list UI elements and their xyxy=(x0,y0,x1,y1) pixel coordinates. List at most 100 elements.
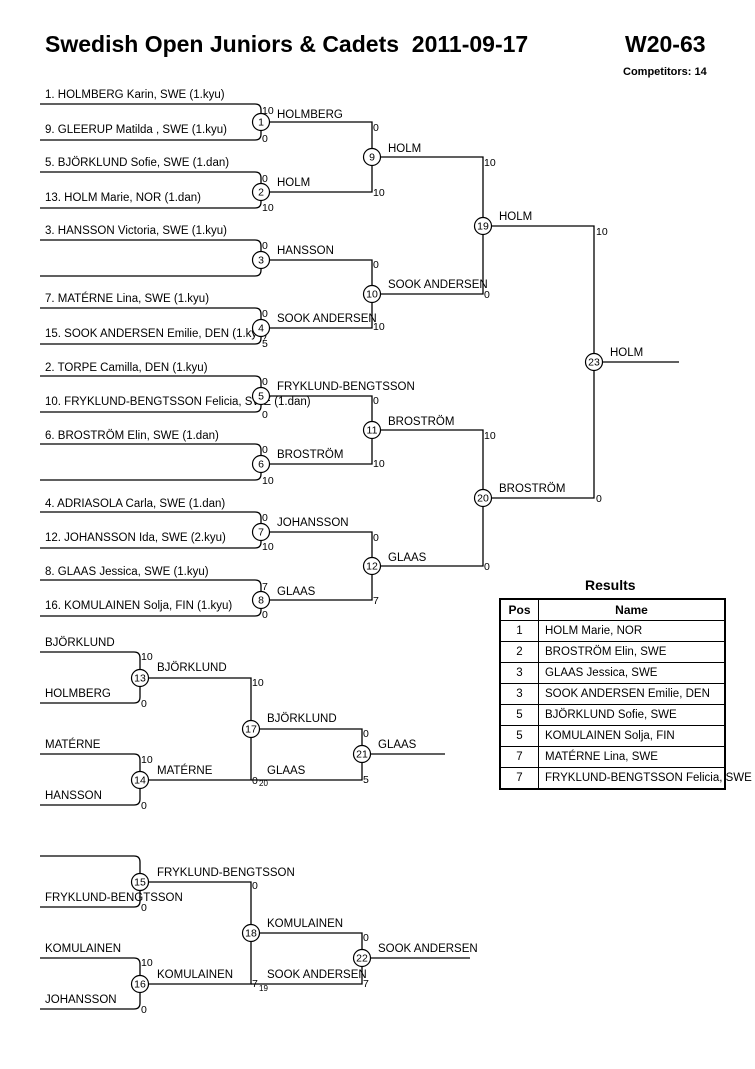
match-number-circle xyxy=(352,744,372,764)
score: 0 xyxy=(252,880,258,892)
match-number: 10 xyxy=(366,289,378,301)
match-number: 6 xyxy=(258,459,264,471)
match-winner: FRYKLUND-BENGTSSON xyxy=(277,381,415,393)
score: 0 xyxy=(373,395,379,407)
bronze-winner: SOOK ANDERSEN xyxy=(378,943,478,955)
match-number: 1 xyxy=(258,117,264,129)
match-number: 14 xyxy=(134,775,146,787)
competitor-entry: 10. FRYKLUND-BENGTSSON Felicia, SWE (1.d… xyxy=(45,396,311,408)
repechage-winner: GLAAS xyxy=(267,765,306,777)
match-winner: HOLM xyxy=(277,177,310,189)
result-pos: 3 xyxy=(499,662,539,684)
match-number-circle xyxy=(362,556,382,576)
score: 0 xyxy=(363,728,369,740)
match-number: 21 xyxy=(356,749,368,761)
match-number-circle xyxy=(352,948,372,968)
score: 0 xyxy=(373,122,379,134)
match-number-circle xyxy=(241,923,261,943)
bracket-line xyxy=(372,429,484,567)
match-number: 2 xyxy=(258,187,264,199)
score: 10 xyxy=(141,651,153,663)
result-pos: 7 xyxy=(499,746,539,768)
match-winner: HOLMBERG xyxy=(277,109,343,121)
match-winner: HOLM xyxy=(499,211,532,223)
score: 0 xyxy=(262,376,268,388)
results-title: Results xyxy=(585,577,636,593)
match-winner: BROSTRÖM xyxy=(499,483,565,495)
result-name: BROSTRÖM Elin, SWE xyxy=(538,641,726,663)
score: 7 xyxy=(262,581,268,593)
repechage-entry: MATÉRNE xyxy=(45,738,101,751)
score: 10 xyxy=(262,202,274,214)
competitors-count: Competitors: 14 xyxy=(623,66,707,78)
match-number-circle xyxy=(251,386,271,406)
match-number: 17 xyxy=(245,724,257,736)
match-number-circle xyxy=(251,318,271,338)
competitor-entry: 7. MATÉRNE Lina, SWE (1.kyu) xyxy=(45,292,209,305)
match-number-circle xyxy=(241,719,261,739)
match-number-circle xyxy=(584,352,604,372)
bracket-line xyxy=(372,156,484,295)
match-number: 5 xyxy=(258,391,264,403)
competitor-entry: 15. SOOK ANDERSEN Emilie, DEN (1.kyu) xyxy=(45,328,268,340)
result-name: MATÉRNE Lina, SWE xyxy=(538,746,726,768)
score-time: 20 xyxy=(259,779,268,788)
score: 10 xyxy=(252,677,264,689)
score: 0 xyxy=(141,1004,147,1016)
score: 0 xyxy=(484,561,490,573)
score: 7 xyxy=(373,595,379,607)
match-number-circle xyxy=(251,112,271,132)
weight-category: W20-63 xyxy=(625,31,706,57)
match-winner: JOHANSSON xyxy=(277,517,349,529)
page-title: Swedish Open Juniors & Cadets 2011-09-17 xyxy=(45,31,529,57)
repechage-winner: BJÖRKLUND xyxy=(267,713,337,725)
score: 10 xyxy=(262,541,274,553)
match-number-circle xyxy=(251,522,271,542)
score: 10 xyxy=(262,105,274,117)
result-pos: 5 xyxy=(499,704,539,726)
match-winner: HANSSON xyxy=(277,245,334,257)
match-number: 23 xyxy=(588,357,600,369)
result-name: FRYKLUND-BENGTSSON Felicia, SWE xyxy=(538,767,752,790)
result-name: GLAAS Jessica, SWE xyxy=(538,662,726,684)
match-number: 9 xyxy=(369,152,375,164)
score: 0 xyxy=(484,289,490,301)
score: 10 xyxy=(373,187,385,199)
final-winner: HOLM xyxy=(610,347,643,359)
repechage-entry: HOLMBERG xyxy=(45,688,111,700)
score: 5 xyxy=(363,774,369,786)
match-winner: GLAAS xyxy=(388,552,427,564)
result-name: HOLM Marie, NOR xyxy=(538,620,726,642)
score: 10 xyxy=(596,226,608,238)
match-number-circle xyxy=(473,488,493,508)
score: 0 xyxy=(262,173,268,185)
repechage-winner: SOOK ANDERSEN xyxy=(267,969,367,981)
match-number-circle xyxy=(130,872,150,892)
match-number: 12 xyxy=(366,561,378,573)
score: 0 xyxy=(262,240,268,252)
match-number-circle xyxy=(362,147,382,167)
score: 0 xyxy=(596,493,602,505)
match-number-circle xyxy=(362,284,382,304)
repechage-winner: BJÖRKLUND xyxy=(157,662,227,674)
competitor-entry: 3. HANSSON Victoria, SWE (1.kyu) xyxy=(45,225,227,237)
competitor-entry: 12. JOHANSSON Ida, SWE (2.kyu) xyxy=(45,532,226,544)
competitor-entry: 6. BROSTRÖM Elin, SWE (1.dan) xyxy=(45,430,219,442)
repechage-winner: FRYKLUND-BENGTSSON xyxy=(157,867,295,879)
match-number-circle xyxy=(130,668,150,688)
competitor-entry: 5. BJÖRKLUND Sofie, SWE (1.dan) xyxy=(45,157,229,169)
score: 10 xyxy=(373,458,385,470)
score: 7 xyxy=(363,978,369,990)
score: 0 xyxy=(262,133,268,145)
match-number-circle xyxy=(130,770,150,790)
match-winner: GLAAS xyxy=(277,586,316,598)
repechage-entry: KOMULAINEN xyxy=(45,943,121,955)
match-number: 20 xyxy=(477,493,489,505)
result-name: KOMULAINEN Solja, FIN xyxy=(538,725,726,747)
score: 10 xyxy=(141,957,153,969)
match-number-circle xyxy=(251,250,271,270)
